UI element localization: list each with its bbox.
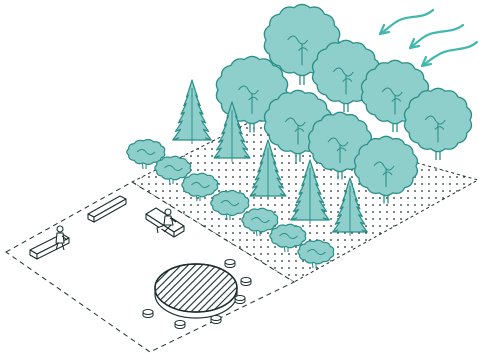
stool-icon — [241, 278, 251, 286]
stool-icon — [211, 316, 221, 324]
wind-arrow-icon — [422, 42, 477, 66]
stool-icon — [235, 296, 245, 304]
wind-arrow-icon — [380, 10, 433, 34]
circular-deck-icon — [155, 264, 237, 318]
stool-icon — [175, 321, 185, 329]
stool-icon — [225, 260, 235, 268]
wind-arrows — [380, 10, 477, 66]
deciduous-tree-icon — [404, 88, 471, 160]
stool-icon — [143, 310, 153, 318]
conifer-tree-icon — [173, 80, 211, 144]
wind-arrow-icon — [410, 25, 463, 48]
